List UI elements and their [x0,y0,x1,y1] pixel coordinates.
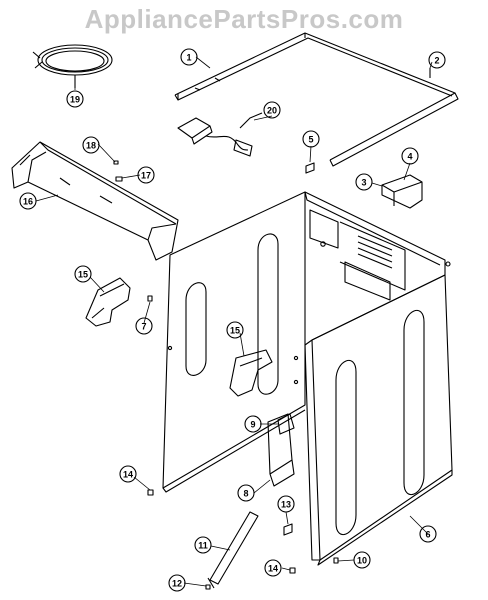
top-frame-part [174,32,459,167]
screw-14-left-part [147,489,154,496]
callout-12: 12 [172,579,182,589]
callout-15-left: 15 [78,270,88,280]
screw-7-part [147,295,153,302]
hinge-bracket-left-part [85,277,131,327]
callout-15-center: 15 [230,326,240,336]
callout-2: 2 [434,56,439,66]
clip-17-part [115,176,123,182]
callout-8: 8 [243,489,248,499]
clip-5-part [305,162,315,174]
callout-18: 18 [86,141,96,151]
hose-coil-part [32,44,113,88]
screw-18-part [113,160,119,165]
callout-16: 16 [23,197,33,207]
callout-7: 7 [141,322,146,332]
clamp-12-part [205,584,211,590]
callout-labels: 1 2 3 4 5 6 7 8 9 10 11 12 13 14 14 15 1… [23,53,440,589]
grommet-13-part [283,523,293,536]
callout-4: 4 [407,152,412,162]
console-panel-part [11,141,179,261]
cabinet-part [162,191,453,566]
callout-14-right: 14 [268,564,278,574]
callout-11: 11 [198,541,208,551]
screw-10-part [333,557,339,564]
callout-19: 19 [70,95,80,105]
hinge-bracket-center-part [229,349,273,397]
callout-10: 10 [357,556,367,566]
clip-9-part [277,413,295,435]
callout-5: 5 [308,135,313,145]
callout-circles [19,48,446,592]
drain-hose-part [207,511,259,589]
power-cord-part [177,112,263,157]
callout-1: 1 [186,53,191,63]
callout-14-left: 14 [123,470,133,480]
callout-3: 3 [361,178,366,188]
watermark: AppliancePartsPros.com [84,4,404,34]
callout-6: 6 [425,530,430,540]
callout-13: 13 [281,500,291,510]
bracket-part [381,174,423,209]
callout-20: 20 [267,106,277,116]
callout-17: 17 [141,171,151,181]
screw-14-right-part [289,567,296,574]
callout-9: 9 [250,420,255,430]
bracket-8-part [267,413,295,487]
